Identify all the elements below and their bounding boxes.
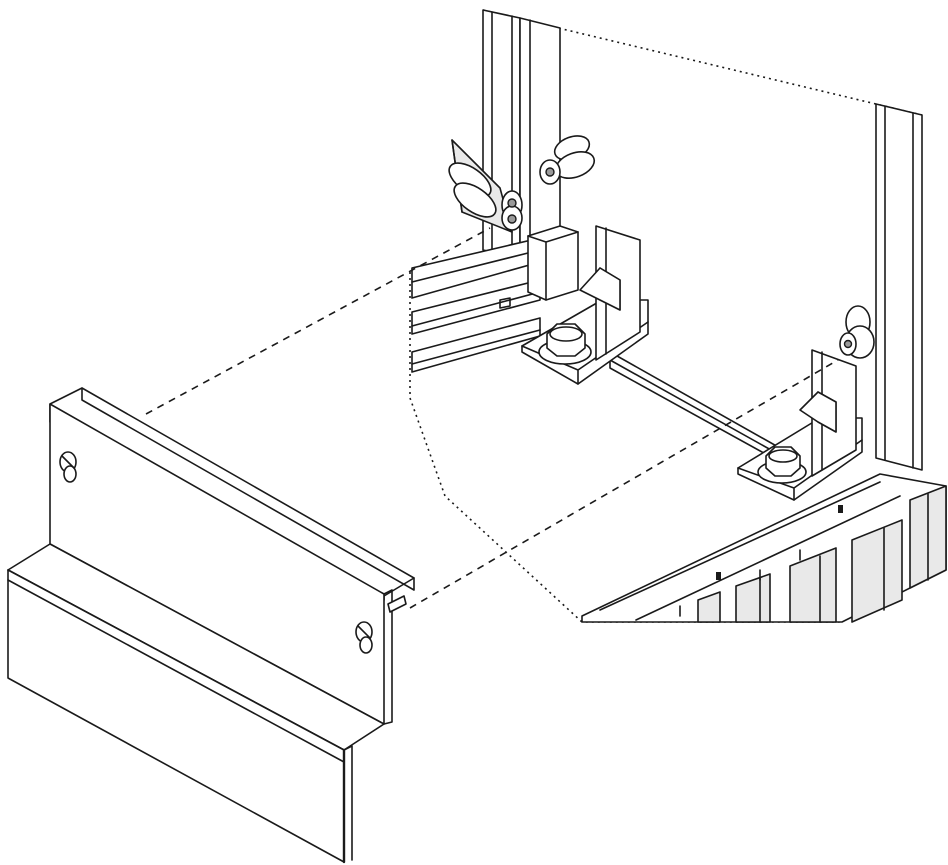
- post-block: [527, 225, 579, 301]
- hex-bolt-right: [757, 446, 807, 484]
- latch-screw-left: [59, 451, 77, 483]
- base-plinth: [581, 473, 947, 623]
- cabinet-frame: [409, 9, 947, 623]
- hinge-pin-hole: [545, 167, 555, 177]
- latch-screw-right: [355, 621, 373, 654]
- right-upright: [875, 103, 923, 471]
- hinge-upper-left: [448, 139, 523, 233]
- cutaway-outline: [409, 9, 923, 623]
- alignment-lines: [145, 227, 839, 609]
- left-side-rails: [411, 237, 541, 373]
- hinge-right: [839, 305, 875, 359]
- left-upright: [482, 9, 561, 267]
- hinge-pin-hole: [507, 198, 517, 208]
- hinge-upper-right: [539, 135, 596, 185]
- cover-plate: [7, 387, 415, 864]
- hinge-pin-hole: [507, 214, 517, 224]
- plinth-slot: [716, 572, 721, 580]
- alignment-line-lower: [409, 359, 839, 609]
- cross-rail: [609, 351, 781, 463]
- alignment-line-upper: [145, 227, 491, 415]
- plinth-slot: [838, 505, 843, 513]
- hex-bolt-left: [538, 323, 592, 365]
- hinge-pin-hole: [843, 339, 853, 349]
